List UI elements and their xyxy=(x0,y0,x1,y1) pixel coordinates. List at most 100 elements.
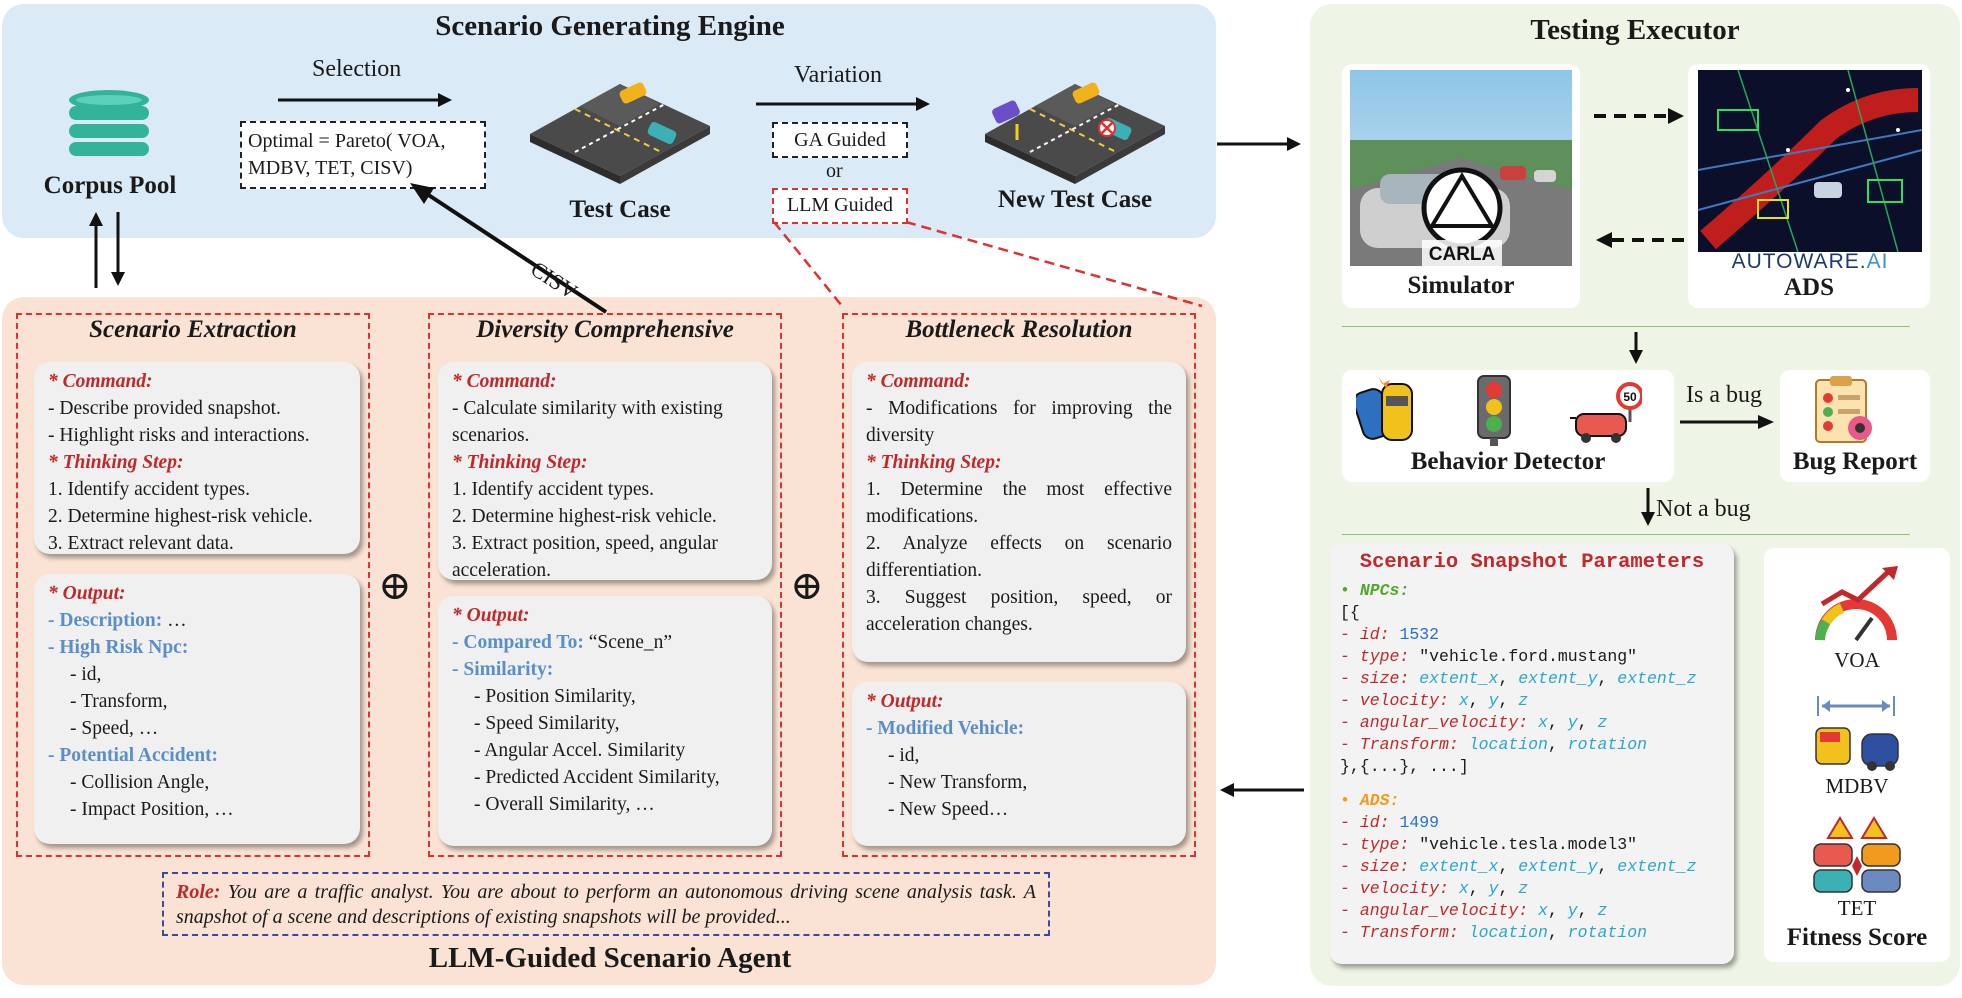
executor-to-agent-arrow xyxy=(1220,783,1304,797)
traffic-light-icon xyxy=(1477,375,1511,446)
optimal-line-1: Optimal = Pareto( VOA, xyxy=(248,130,446,152)
npc-list-close: },{...}, ...] xyxy=(1340,757,1469,776)
llm-guided-connector xyxy=(773,220,1203,308)
ads-type-value: "vehicle.tesla.model3" xyxy=(1419,835,1638,854)
not-a-bug-label: Not a bug xyxy=(1656,496,1751,522)
or-label: or xyxy=(826,160,843,182)
oplus-symbol: ⊕ xyxy=(378,563,412,608)
compared-to-value: “Scene_n” xyxy=(583,632,673,653)
tet-crash-icon xyxy=(1813,816,1901,893)
agent-title: LLM-Guided Scenario Agent xyxy=(428,942,792,974)
role-label: Role: xyxy=(176,881,221,903)
command-line: - Describe provided snapshot. xyxy=(48,398,281,419)
similarity-item: - Angular Accel. Similarity xyxy=(474,740,686,761)
collision-icon xyxy=(1356,376,1413,441)
npc-id-value: 1532 xyxy=(1399,625,1440,644)
fitness-score-card xyxy=(1764,548,1950,962)
selection-label: Selection xyxy=(312,56,402,82)
autoware-logo: AUTOWARE.AI xyxy=(1698,250,1922,274)
fitness-score-label: Fitness Score xyxy=(1786,924,1928,951)
voa-label: VOA xyxy=(1834,648,1880,672)
executor-title: Testing Executor xyxy=(1530,14,1740,46)
accident-field: - Collision Angle, xyxy=(70,772,210,793)
bottleneck-resolution-title: Bottleneck Resolution xyxy=(905,316,1133,343)
is-bug-arrow xyxy=(1680,415,1774,429)
command-line: - Calculate similarity with existing sce… xyxy=(452,398,723,446)
extraction-output-card: * Output: - Description: … - High Risk N… xyxy=(34,574,360,844)
description-value: … xyxy=(162,610,187,631)
carla-simulator-image: CARLA xyxy=(1350,70,1572,266)
thinking-step: 1. Identify accident types. xyxy=(48,479,250,500)
diversity-comprehensive-title: Diversity Comprehensive xyxy=(476,316,734,343)
divider-line xyxy=(1342,326,1910,327)
bug-report-label: Bug Report xyxy=(1792,448,1918,475)
autoware-logo-text: AUTOWARE. xyxy=(1731,250,1867,273)
ads-id-value: 1499 xyxy=(1399,813,1440,832)
oplus-symbol: ⊕ xyxy=(790,563,824,608)
speeding-car-icon: 50 xyxy=(1570,382,1642,443)
autoware-ads-image xyxy=(1698,70,1922,252)
npc-field: - Speed, … xyxy=(70,718,159,739)
cisv-arrow xyxy=(410,183,608,314)
thinking-label: * Thinking Step: xyxy=(48,452,184,473)
compared-to-label: Compared To: xyxy=(463,632,584,653)
command-line: - Modifications for improving the divers… xyxy=(866,398,1172,446)
thinking-step: 2. Analyze effects on scenario different… xyxy=(866,533,1172,581)
command-label: * Command: xyxy=(48,371,153,392)
similarity-item: - Position Similarity, xyxy=(474,686,636,707)
mdbv-distance-icon xyxy=(1815,696,1899,771)
similarity-item: - Speed Similarity, xyxy=(474,713,620,734)
engine-to-executor-arrow xyxy=(1217,137,1301,151)
output-label: * Output: xyxy=(452,605,530,626)
high-risk-npc-label: High Risk Npc: xyxy=(59,637,189,658)
autoware-logo-suffix: AI xyxy=(1866,250,1889,273)
speed-limit-value: 50 xyxy=(1623,390,1637,404)
thinking-label: * Thinking Step: xyxy=(452,452,588,473)
llm-guided-box: LLM Guided xyxy=(772,188,908,224)
down-arrow xyxy=(1629,332,1643,364)
divider-line xyxy=(1342,534,1910,535)
npc-type-value: "vehicle.ford.mustang" xyxy=(1419,647,1638,666)
npc-list-open: [{ xyxy=(1340,603,1360,622)
variation-label: Variation xyxy=(794,62,882,88)
npc-field: - Transform, xyxy=(70,691,168,712)
carla-logo-text: CARLA xyxy=(1429,244,1496,265)
snapshot-title: Scenario Snapshot Parameters xyxy=(1359,551,1705,574)
corpus-pool-label: Corpus Pool xyxy=(43,172,177,199)
diversity-output-card: * Output: - Compared To: “Scene_n” - Sim… xyxy=(438,596,772,846)
modified-vehicle-label: Modified Vehicle: xyxy=(877,718,1025,739)
potential-accident-label: Potential Accident: xyxy=(59,745,219,766)
modified-field: - id, xyxy=(888,745,920,766)
engine-title: Scenario Generating Engine xyxy=(435,10,785,42)
similarity-label: Similarity: xyxy=(463,659,554,680)
optimal-formula-box: Optimal = Pareto( VOA, MDBV, TET, CISV) xyxy=(240,121,486,189)
test-case-label: Test Case xyxy=(569,196,671,223)
modified-field: - New Speed… xyxy=(888,799,1009,820)
bottleneck-resolution-box xyxy=(842,313,1196,857)
new-test-case-image xyxy=(985,82,1165,184)
bug-report-icon xyxy=(1815,376,1872,443)
command-label: * Command: xyxy=(866,371,971,392)
is-a-bug-label: Is a bug xyxy=(1686,382,1762,408)
npc-field: - id, xyxy=(70,664,102,685)
description-label: Description: xyxy=(59,610,163,631)
diversity-comprehensive-box xyxy=(428,313,782,857)
thinking-step: 1. Determine the most effective modifica… xyxy=(866,479,1172,527)
command-label: * Command: xyxy=(452,371,557,392)
diversity-command-card: * Command: - Calculate similarity with e… xyxy=(438,362,772,581)
ga-guided-box: GA Guided xyxy=(772,122,908,158)
extraction-command-card: * Command: - Describe provided snapshot.… xyxy=(34,362,360,554)
modified-field: - New Transform, xyxy=(888,772,1028,793)
sim-ads-arrows xyxy=(1594,108,1684,248)
role-box: Role: You are a traffic analyst. You are… xyxy=(162,872,1050,936)
scenario-extraction-title: Scenario Extraction xyxy=(89,316,297,343)
mdbv-label: MDBV xyxy=(1825,774,1889,798)
thinking-step: 2. Determine highest-risk vehicle. xyxy=(452,506,717,527)
scenario-extraction-box xyxy=(16,313,370,857)
optimal-line-2: MDBV, TET, CISV) xyxy=(248,157,413,179)
corpus-agent-arrows xyxy=(89,212,125,288)
test-case-image xyxy=(530,82,710,184)
simulator-label: Simulator xyxy=(1407,272,1515,299)
ads-label: ADS xyxy=(1783,274,1834,301)
variation-arrow xyxy=(756,97,930,111)
